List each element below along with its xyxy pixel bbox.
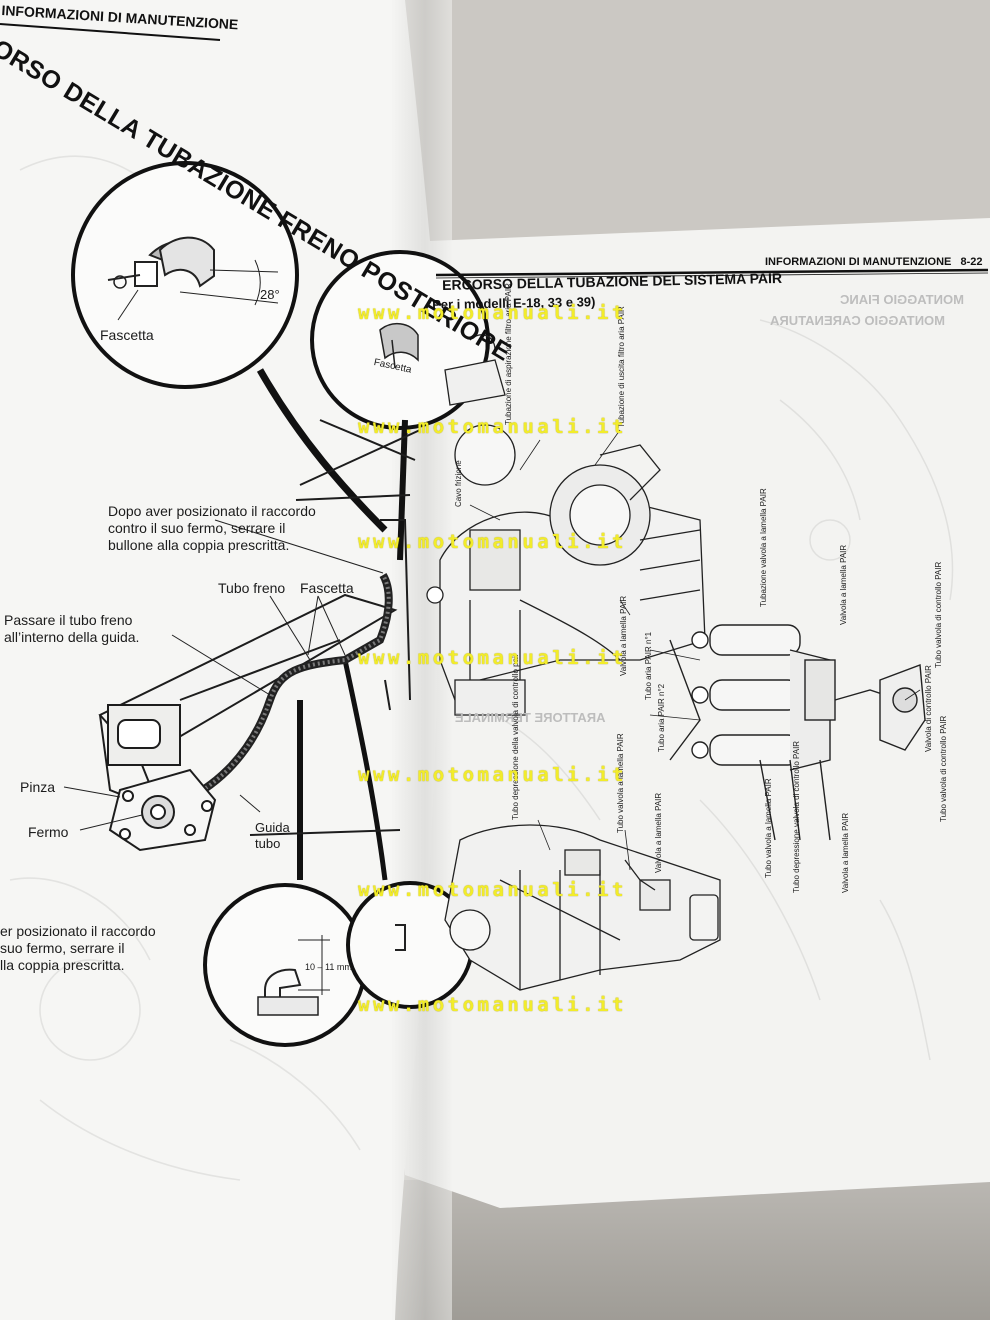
label-tubo-valvola-controllo-b: Tubo valvola di controllo PAIR: [939, 715, 948, 822]
label-tubo-freno: Tubo freno: [218, 580, 286, 596]
label-valvola-controllo: Valvola di controllo PAIR: [924, 665, 933, 752]
detail-circle-fitting: [310, 250, 490, 430]
label-tubazione-valvola-lamella: Tubazione valvola a lamella PAIR: [759, 488, 768, 607]
label-valvola-lamella-2: Valvola a lamella PAIR: [654, 792, 663, 873]
label-angle: 28°: [260, 287, 280, 302]
label-tubo-aria-2: Tubo aria PAIR n°2: [657, 683, 666, 752]
label-tubazione-uscita: Tubazione di uscita filtro aria PAIR: [617, 306, 626, 428]
leader-lines-left: [63, 519, 384, 831]
ghost-heading-2: MONTAGGIO CARENATURA: [770, 313, 946, 328]
label-fascetta-mid: Fascetta: [300, 580, 354, 596]
label-cavo-frizione: Cavo frizione: [454, 460, 463, 507]
label-fascetta-top: Fascetta: [100, 327, 154, 343]
brake-pipe: [173, 572, 393, 809]
watermark: www.motomanuali.it: [358, 302, 627, 324]
right-page-number: 8-22: [960, 256, 983, 268]
watermark: www.motomanuali.it: [358, 879, 627, 901]
label-guida-tubo: Guida tubo: [255, 820, 290, 851]
label-valvola-lamella-pair: Valvola a lamella PAIR: [839, 544, 848, 625]
label-tubo-aria-1: Tubo aria PAIR n°1: [644, 631, 653, 700]
connector-line-right: [397, 419, 408, 561]
label-valvola-lamella-3: Valvola a lamella PAIR: [841, 812, 850, 893]
watermark: www.motomanuali.it: [358, 994, 627, 1016]
label-tubo-depressione-2: Tubo depressione valvola di controllo PA…: [792, 740, 801, 893]
connector-line-top: [256, 368, 388, 533]
leader-lines-right: [469, 429, 921, 871]
detail-circle-measure: [203, 883, 367, 1047]
swingarm-drawing: [98, 419, 421, 836]
label-pinza: Pinza: [20, 779, 56, 795]
watermark: www.motomanuali.it: [358, 531, 627, 553]
connector-line-bottom-right: [342, 659, 388, 881]
right-running-head: INFORMAZIONI DI MANUTENZIONE 8-22: [765, 256, 982, 268]
engine-drawing-upper: [426, 334, 706, 716]
ghost-heading-1: MONTAGGIO FIANC: [840, 292, 964, 307]
watermark: www.motomanuali.it: [358, 647, 627, 669]
right-running-head-text: INFORMAZIONI DI MANUTENZIONE: [765, 256, 952, 268]
label-tubo-valvola-controllo-a: Tubo valvola di controllo PAIR: [934, 561, 943, 668]
engine-drawing-lower: [444, 824, 721, 991]
ghost-heading-3: ARATTORE TERMINALE: [455, 710, 606, 725]
detail-circle-clamp: [71, 161, 299, 389]
label-bottom-note: er posizionato il raccordo suo fermo, se…: [0, 923, 156, 974]
watermark: www.motomanuali.it: [358, 764, 627, 786]
label-measure: 10 – 11 mm: [305, 962, 352, 972]
right-header-rule: [435, 268, 989, 277]
label-fermo: Fermo: [28, 824, 69, 840]
left-header-rule: [0, 23, 221, 41]
caliper-drawing: [108, 768, 217, 852]
label-tubo-valvola-lamella-b: Tubo valvola a lamella PAIR: [764, 778, 773, 878]
label-tightening-note: Dopo aver posizionato il raccordo contro…: [108, 503, 316, 554]
watermark: www.motomanuali.it: [358, 416, 627, 438]
label-guide-note: Passare il tubo freno all’interno della …: [4, 612, 140, 646]
label-tubo-depressione-1: Tubo depressione della valvola di contro…: [511, 653, 520, 820]
